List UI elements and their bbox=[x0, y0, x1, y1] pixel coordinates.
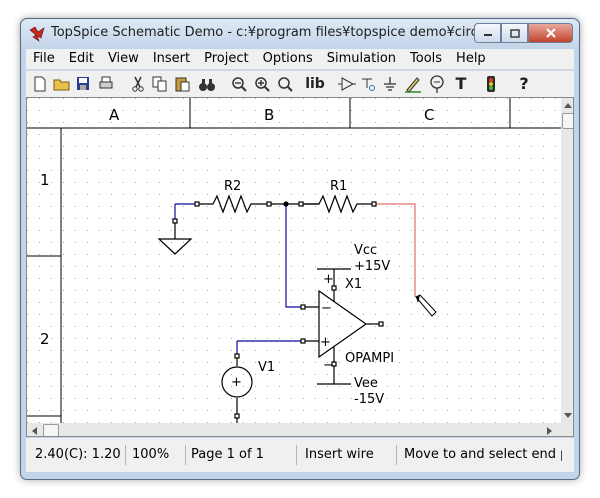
copy-icon[interactable] bbox=[151, 74, 169, 94]
opamp-x1[interactable] bbox=[300, 268, 384, 385]
horizontal-scroll-thumb[interactable] bbox=[43, 424, 59, 436]
junction-dot bbox=[283, 201, 289, 207]
vertical-scroll-thumb[interactable] bbox=[562, 113, 573, 129]
zoom-in-icon[interactable] bbox=[253, 74, 271, 94]
minimize-button[interactable] bbox=[474, 23, 501, 43]
cut-icon[interactable] bbox=[130, 74, 146, 94]
menu-tools[interactable]: Tools bbox=[410, 51, 443, 66]
toolbar: lib T ? bbox=[26, 70, 574, 97]
scroll-right-arrow-icon[interactable] bbox=[547, 427, 553, 435]
title-bar[interactable]: TopSpice Schematic Demo - c:¥program fil… bbox=[21, 19, 579, 49]
vertical-scrollbar[interactable] bbox=[561, 98, 573, 423]
opamp-model-label[interactable]: OPAMPI bbox=[345, 351, 394, 366]
schematic-canvas-area[interactable]: A B C 1 2 bbox=[26, 97, 574, 437]
opamp-vee-pin-sign: − bbox=[323, 358, 334, 373]
place-ground-icon[interactable] bbox=[381, 74, 399, 94]
menu-options[interactable]: Options bbox=[262, 51, 313, 66]
resistor-r2[interactable] bbox=[194, 194, 272, 214]
pencil-cursor-icon bbox=[415, 294, 437, 317]
column-label-a: A bbox=[109, 106, 120, 124]
menu-edit[interactable]: Edit bbox=[68, 51, 94, 66]
menu-simulation[interactable]: Simulation bbox=[326, 51, 397, 66]
r2-label[interactable]: R2 bbox=[224, 179, 241, 194]
save-icon[interactable] bbox=[75, 74, 91, 94]
minimize-icon bbox=[483, 34, 492, 36]
v1-label[interactable]: V1 bbox=[258, 360, 275, 375]
wire-output-pending[interactable] bbox=[374, 203, 416, 297]
open-folder-icon[interactable] bbox=[53, 74, 71, 94]
status-page: Page 1 of 1 bbox=[191, 447, 264, 462]
new-file-icon[interactable] bbox=[32, 74, 48, 94]
status-coordinates: 2.40(C): 1.20 bbox=[35, 447, 121, 462]
zoom-fit-icon[interactable] bbox=[276, 74, 294, 94]
probe-icon[interactable] bbox=[427, 74, 447, 94]
menu-insert[interactable]: Insert bbox=[152, 51, 191, 66]
app-window: TopSpice Schematic Demo - c:¥program fil… bbox=[20, 18, 580, 480]
menu-file[interactable]: File bbox=[33, 51, 55, 66]
close-button[interactable] bbox=[528, 23, 573, 43]
help-button[interactable]: ? bbox=[519, 74, 529, 93]
resistor-r1[interactable] bbox=[298, 194, 377, 214]
menu-view[interactable]: View bbox=[107, 51, 139, 66]
r1-label[interactable]: R1 bbox=[330, 179, 347, 194]
horizontal-scrollbar[interactable] bbox=[27, 423, 573, 436]
sheet-border bbox=[27, 98, 561, 423]
column-label-c: C bbox=[424, 106, 434, 124]
status-bar: 2.40(C): 1.20 100% Page 1 of 1 Insert wi… bbox=[26, 438, 574, 472]
vcc-value[interactable]: +15V bbox=[354, 259, 390, 274]
vee-value[interactable]: -15V bbox=[354, 392, 384, 407]
wire-feedback[interactable] bbox=[285, 204, 303, 308]
paste-icon[interactable] bbox=[174, 74, 192, 94]
print-icon[interactable] bbox=[97, 74, 115, 94]
status-zoom: 100% bbox=[132, 447, 170, 462]
row-label-2: 2 bbox=[40, 330, 50, 348]
menu-project[interactable]: Project bbox=[204, 51, 249, 66]
zoom-out-icon[interactable] bbox=[230, 74, 248, 94]
find-binoculars-icon[interactable] bbox=[197, 74, 217, 94]
opamp-noninverting-sign: + bbox=[320, 335, 331, 350]
vcc-label[interactable]: Vcc bbox=[354, 243, 377, 258]
schematic-canvas[interactable]: A B C 1 2 bbox=[27, 98, 561, 423]
voltage-source-v1[interactable] bbox=[221, 353, 253, 419]
status-hint: Move to and select end pc bbox=[404, 447, 562, 462]
run-simulation-traffic-light-icon[interactable] bbox=[482, 74, 500, 94]
v1-plus-sign: + bbox=[231, 375, 242, 390]
text-tool-button[interactable]: T bbox=[455, 74, 467, 93]
library-button[interactable]: lib bbox=[305, 76, 325, 92]
close-icon bbox=[545, 28, 556, 38]
x1-label[interactable]: X1 bbox=[345, 277, 362, 292]
row-label-1: 1 bbox=[40, 171, 50, 189]
maximize-icon bbox=[509, 28, 520, 38]
topspice-app-icon[interactable] bbox=[29, 26, 45, 42]
scroll-left-arrow-icon[interactable] bbox=[31, 427, 37, 435]
opamp-vcc-pin-sign: + bbox=[323, 272, 334, 287]
menu-help[interactable]: Help bbox=[456, 51, 486, 66]
status-mode: Insert wire bbox=[305, 447, 374, 462]
draw-wire-pencil-icon[interactable] bbox=[403, 74, 423, 94]
ground-symbol[interactable] bbox=[157, 218, 193, 255]
menu-bar: File Edit View Insert Project Options Si… bbox=[26, 49, 574, 69]
place-opamp-icon[interactable] bbox=[337, 74, 357, 94]
maximize-button[interactable] bbox=[501, 23, 528, 43]
place-node-icon[interactable] bbox=[360, 74, 378, 94]
scroll-up-arrow-icon[interactable] bbox=[564, 102, 572, 108]
vee-label[interactable]: Vee bbox=[354, 376, 378, 391]
window-title: TopSpice Schematic Demo - c:¥program fil… bbox=[51, 25, 514, 40]
scroll-down-arrow-icon[interactable] bbox=[564, 413, 572, 419]
column-label-b: B bbox=[264, 106, 274, 124]
opamp-inverting-sign: − bbox=[321, 301, 332, 316]
